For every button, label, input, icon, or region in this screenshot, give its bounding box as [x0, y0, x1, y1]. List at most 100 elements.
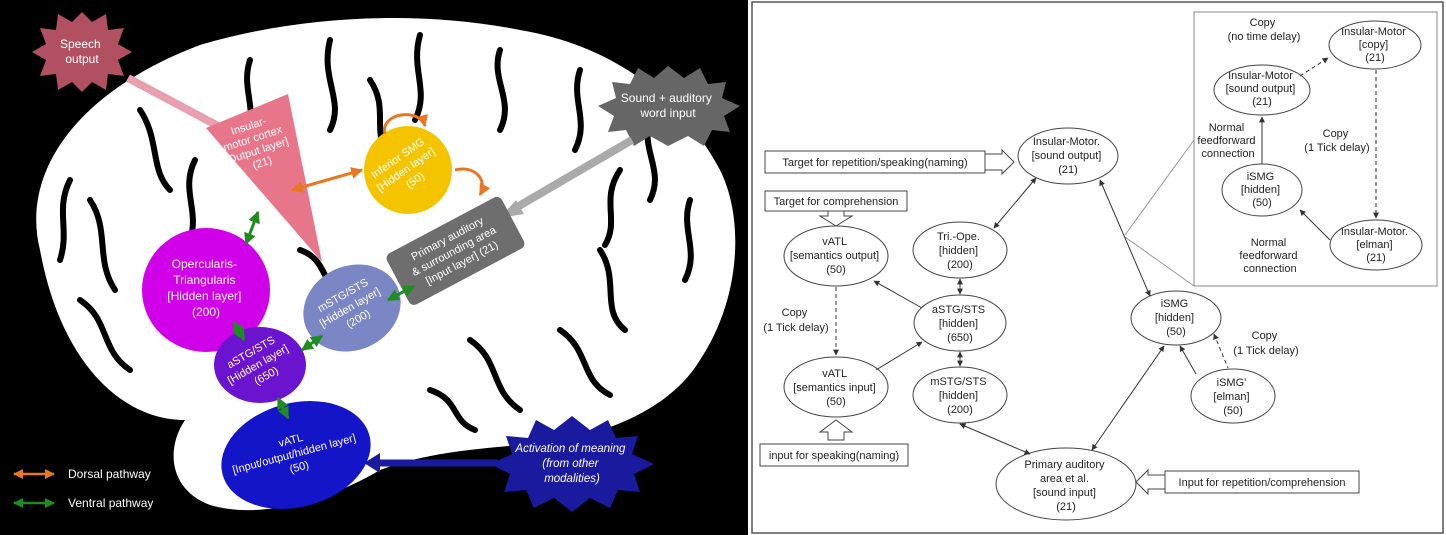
- ismg-elman-node: [1190, 368, 1276, 424]
- astg-r-line2: [hidden]: [939, 318, 978, 330]
- inset-ff1-line1: Normal: [1209, 122, 1244, 134]
- operc-line1: Opercularis-: [172, 257, 237, 271]
- speech-output-burst: [32, 12, 132, 92]
- vatl-in-line3: (50): [826, 396, 846, 408]
- edge-astg-vattout: [873, 280, 923, 309]
- inset-copy-no-delay-arrow: [1299, 57, 1329, 77]
- vatl-line3: (50): [288, 459, 310, 476]
- ventral-arrow-astg-vatl: [276, 396, 290, 420]
- inset-motor-copy-node: [1328, 20, 1422, 70]
- input-repetition-label: Input for repetition/comprehension: [1179, 477, 1346, 489]
- brain-silhouette: [36, 17, 736, 511]
- operc-line4: (200): [192, 305, 220, 319]
- meaning-burst: [490, 416, 654, 512]
- sound-input-line2: word input: [639, 106, 696, 120]
- svg-text:Copy (no time delay): Copy (no time delay): [1228, 17, 1301, 43]
- ismg-r-line2: [hidden]: [1155, 312, 1194, 324]
- meaning-line1: Activation of meaning: [514, 443, 626, 455]
- insular-motor-funnel: [206, 94, 322, 262]
- svg-text:iSMG [hidden] (50): iSMG [hidden] (50): [1155, 298, 1197, 338]
- dorsal-arrow-insular-smg: [290, 167, 364, 193]
- svg-text:iSMG [hidden] (50): iSMG [hidden] (50): [1241, 171, 1283, 209]
- tri-ope-node: [912, 221, 1008, 279]
- speech-output-line2: output: [65, 52, 99, 66]
- meaning-line3: modalities): [544, 473, 600, 485]
- vatl-out-line3: (50): [826, 264, 846, 276]
- edge-insular-ismg: [1099, 179, 1151, 297]
- inset-ff2-line2: feedforward: [1239, 250, 1297, 262]
- vatl-out-line1: vATL: [822, 236, 847, 248]
- inset-ff2-line3: connection: [1243, 263, 1296, 275]
- astg-r-node: [913, 294, 1007, 352]
- inset-ff2-line1: Normal: [1251, 237, 1286, 249]
- tri-ope-line1: Tri.-Ope.: [937, 231, 980, 243]
- brain-sulci: [57, 32, 694, 433]
- copy-vatl-line1: Copy: [782, 307, 808, 319]
- ismg-r-line1: iSMG: [1161, 298, 1189, 310]
- edge-vatlin-astg: [875, 341, 923, 371]
- astg-r-line1: aSTG/STS: [932, 304, 985, 316]
- target-repetition-arrow: [984, 148, 1015, 176]
- target-comprehension-label: Target for comprehension: [774, 196, 899, 208]
- right-panel: Insular-Motor [copy] (21) Insular-Motor …: [751, 1, 1444, 534]
- tri-ope-line3: (200): [947, 259, 973, 271]
- inset-ff1-line2: feedforward: [1197, 135, 1255, 147]
- primary-r-line1: Primary auditory: [1024, 459, 1105, 471]
- inset-elman-line2: [elman]: [1356, 239, 1392, 251]
- mstg-node: [303, 264, 401, 352]
- inset-motor-elman-node: [1329, 219, 1423, 271]
- inset-ismg-line1: iSMG: [1247, 171, 1275, 183]
- vatl-out-line2: [semantics output]: [790, 250, 879, 262]
- ventral-arrow-operc-astg: [232, 320, 246, 342]
- svg-text:Normal feedforward: Normal feedforward connection: [1197, 122, 1258, 160]
- insular-out-line3: (21): [1058, 164, 1078, 176]
- legend-dorsal-label: Dorsal pathway: [68, 467, 151, 481]
- sound-input-line1: Sound + auditory: [621, 91, 712, 105]
- svg-text:vATL [semantics output]: vATL [semantics output] (50): [790, 236, 882, 276]
- primary-r-line3: [sound input]: [1033, 487, 1096, 499]
- insular-line4: (21): [251, 155, 273, 172]
- mstg-r-line1: mSTG/STS: [930, 376, 986, 388]
- meaning-line2: (from other: [542, 458, 599, 470]
- copy-ismg-line2: (1 Tick delay): [1233, 345, 1298, 357]
- inset-copy-no-delay-line1: Copy: [1250, 17, 1276, 29]
- svg-text:Copy (1 Tick delay): Copy (1 Tick delay): [1304, 128, 1369, 154]
- vatl-in-line1: vATL: [822, 368, 847, 380]
- mstg-r-line2: [hidden]: [939, 390, 978, 402]
- ventral-arrow-astg-mstg: [301, 334, 323, 352]
- svg-text:Tri.-Ope. [hidden]: Tri.-Ope. [hidden] (200): [937, 231, 983, 271]
- vatl-in-node: [783, 356, 889, 418]
- edge-ismg-copy: [1213, 333, 1229, 369]
- inset-copy-no-delay-line2: (no time delay): [1228, 31, 1301, 43]
- primary-r-node: [995, 447, 1137, 521]
- svg-text:vATL [semantics input]: vATL [semantics input] (50): [793, 368, 879, 408]
- target-comprehension-arrow: [818, 210, 854, 227]
- svg-text:Copy (1 Tick delay): Copy (1 Tick delay): [763, 307, 828, 334]
- svg-text:Normal feedforward: Normal feedforward connection: [1239, 237, 1300, 275]
- sound-input-arrow: [509, 136, 635, 214]
- ismg-elman-line2: [elman]: [1213, 391, 1249, 403]
- insular-out-line1: Insular-Motor.: [1033, 136, 1100, 148]
- left-panel: Speech output Insular- motor cortex [Out…: [0, 0, 748, 535]
- svg-text:aSTG/STS [hidden]: aSTG/STS [hidden] (650): [932, 304, 988, 344]
- input-repetition-arrow: [1135, 468, 1166, 496]
- edge-primary-ismg: [1091, 345, 1165, 451]
- inset-copy-tick-line1: Copy: [1323, 128, 1349, 140]
- speech-output-line1: Speech: [60, 37, 101, 51]
- inset-motor-out-line1: Insular-Motor: [1228, 70, 1293, 82]
- ismg-elman-line1: iSMG': [1217, 377, 1247, 389]
- svg-text:Insular-Motor. [sound ou: Insular-Motor. [sound output] (21): [1032, 136, 1105, 176]
- ismg-elman-line3: (50): [1223, 405, 1243, 417]
- svg-text:Opercularis- Triangulari: Opercularis- Triangularis [Hidden layer]…: [167, 257, 244, 319]
- inset-ff1-line3: connection: [1201, 148, 1254, 160]
- meaning-arrowhead: [364, 453, 380, 473]
- svg-text:Sound + auditory word in: Sound + auditory word input: [621, 91, 715, 120]
- inset-motor-copy-line3: (21): [1365, 52, 1385, 64]
- target-repetition-label: Target for repetition/speaking(naming): [782, 157, 967, 169]
- svg-text:Primary auditory area et: Primary auditory area et al. [sound inpu…: [1024, 459, 1107, 513]
- inset-motor-out-line2: [sound output]: [1226, 83, 1296, 95]
- operc-line3: [Hidden layer]: [167, 289, 241, 303]
- insular-out-line2: [sound output]: [1032, 150, 1102, 162]
- smg-self-loop: [383, 113, 428, 135]
